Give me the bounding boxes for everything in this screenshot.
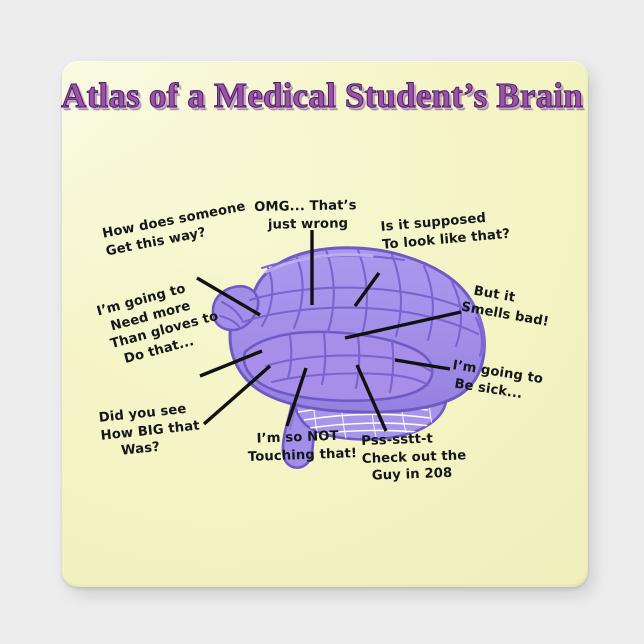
leader-line-touch	[285, 367, 308, 427]
leader-line-how	[196, 276, 261, 317]
cerebrum	[211, 246, 486, 414]
callout-omg-just-wrong: OMG... That’s just wrong	[254, 198, 357, 233]
leader-line-sup	[353, 272, 381, 307]
leader-line-gloves	[199, 349, 263, 378]
callout-not-touching-that: I’m so NOT Touching that!	[247, 428, 358, 465]
leader-line-pss	[355, 364, 388, 432]
leader-line-sick	[394, 358, 451, 371]
leader-lines	[196, 230, 462, 432]
callout-did-you-see: Did you see How BIG that Was?	[98, 401, 201, 462]
leader-line-smell	[344, 310, 462, 340]
page-title: Atlas of a Medical Student’s Brain	[61, 76, 584, 116]
leader-line-big	[202, 364, 272, 426]
callout-guy-in-208: Pss-sstt-t Check out the Guy in 208	[361, 431, 467, 485]
